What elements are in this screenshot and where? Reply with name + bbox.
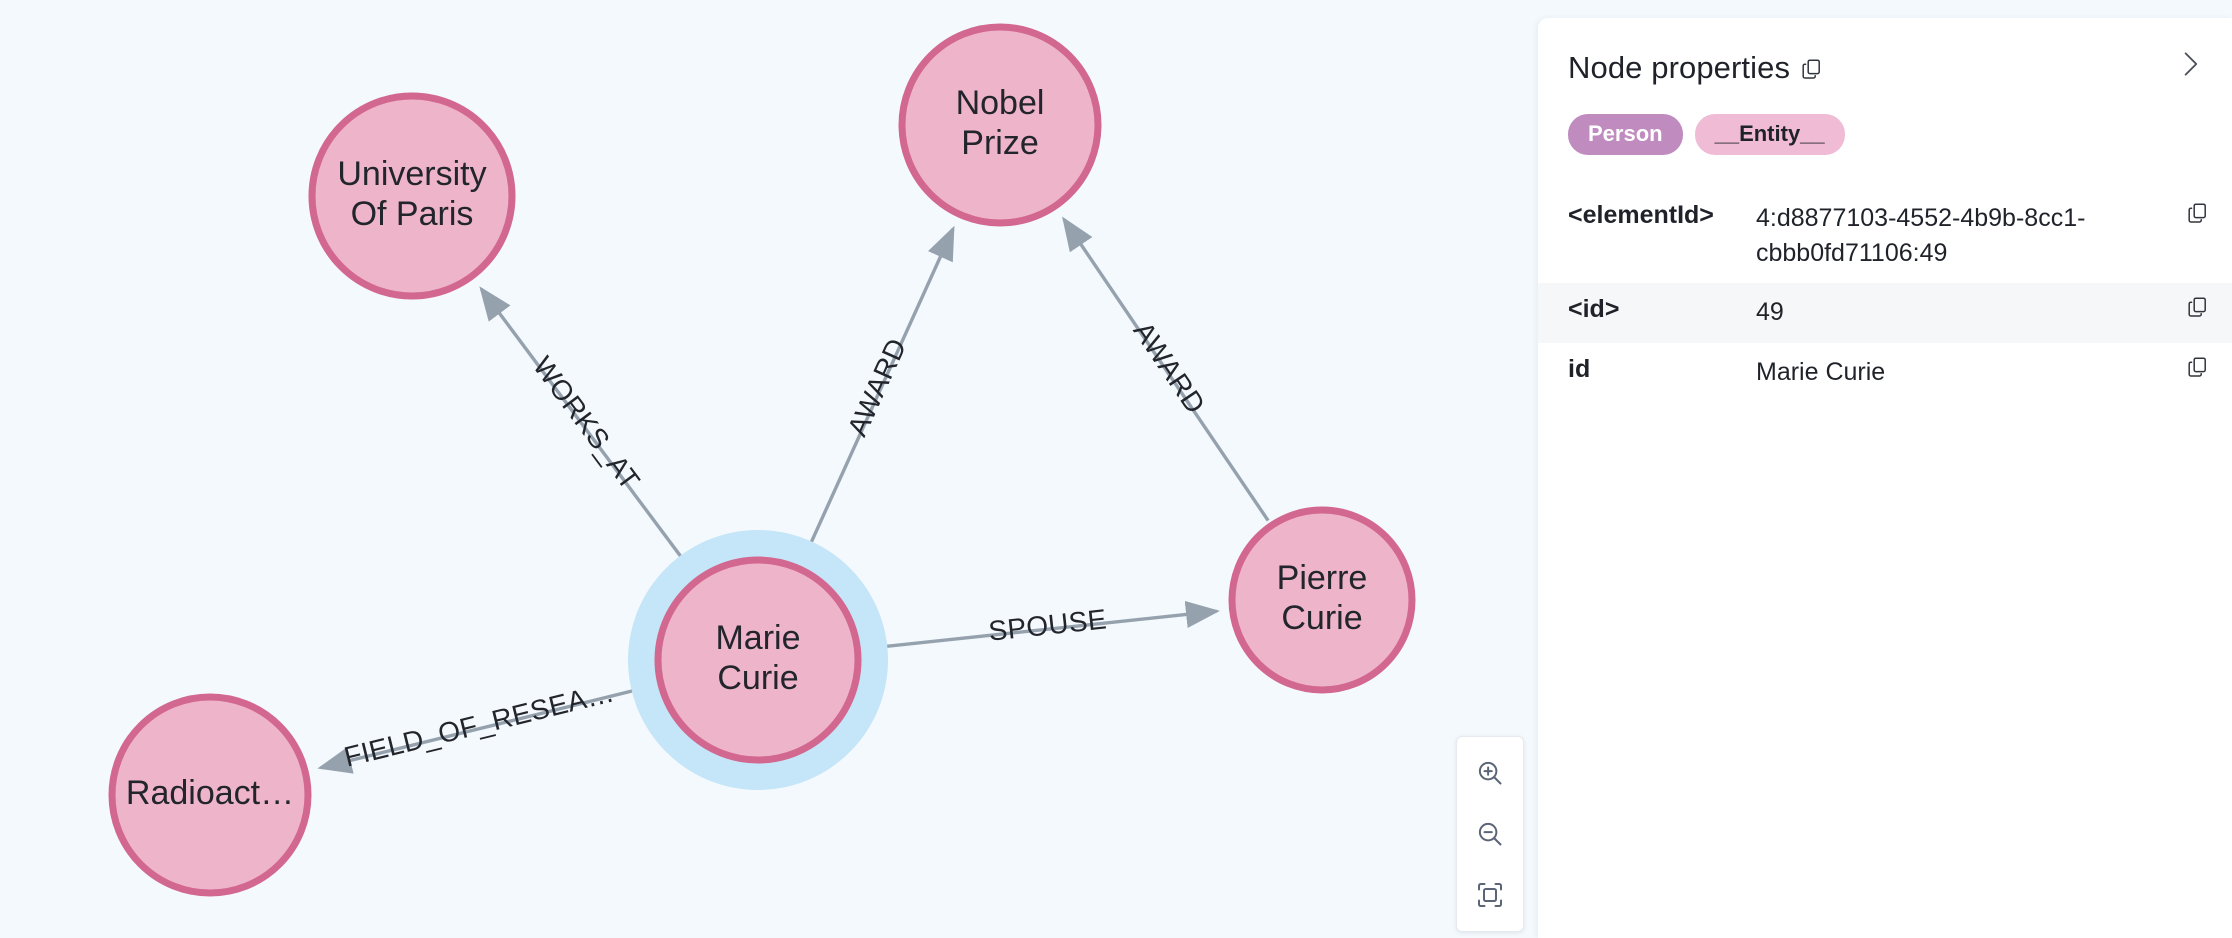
edge-label-group-spouse: SPOUSE — [987, 603, 1108, 646]
node-circle-marie-curie[interactable] — [654, 556, 862, 764]
zoom-out-button[interactable] — [1467, 811, 1513, 857]
property-key: <elementId> — [1568, 201, 1714, 229]
copy-property-icon[interactable] — [2186, 355, 2210, 379]
property-value: 4:d8877103-4552-4b9b-8cc1-cbbb0fd71106:4… — [1756, 204, 2086, 267]
node-circle-radioactivity[interactable] — [108, 693, 312, 897]
collapse-panel-button[interactable] — [2170, 44, 2210, 84]
node-circle-university-of-paris[interactable] — [308, 92, 516, 300]
edge-label-award-marie: AWARD — [841, 334, 912, 441]
edge-label-works-at: WORKS_AT — [527, 351, 646, 496]
panel-title-wrap: Node properties — [1568, 52, 1824, 83]
node-labels-chips: Person __Entity__ — [1538, 84, 2232, 155]
panel-header: Node properties — [1538, 18, 2232, 84]
chevron-right-icon — [2184, 52, 2198, 76]
zoom-in-icon — [1478, 762, 1502, 785]
edge-label-group-award-marie: AWARD — [841, 334, 912, 441]
edge-award-pierre[interactable] — [1062, 216, 1270, 522]
edge-label-group-field-of-research: FIELD_OF_RESEA… — [341, 676, 617, 772]
edge-label-group-works-at: WORKS_AT — [527, 351, 646, 496]
edge-spouse[interactable] — [879, 600, 1220, 649]
graph-node-radioactivity[interactable]: Radioact… — [108, 693, 312, 897]
property-value: Marie Curie — [1756, 357, 1886, 386]
page-title: Node properties — [1568, 50, 1791, 85]
zoom-in-button[interactable] — [1467, 750, 1513, 796]
property-row: <elementId> 4:d8877103-4552-4b9b-8cc1-cbb… — [1538, 189, 2232, 283]
fit-to-screen-icon — [1478, 882, 1502, 907]
node-circle-nobel-prize[interactable] — [898, 23, 1102, 227]
edge-field-of-research[interactable] — [317, 687, 640, 774]
node-properties-panel: Node properties Person __Entity__ <elemen… — [1538, 18, 2232, 938]
node-circle-pierre-curie[interactable] — [1228, 506, 1416, 694]
node-label-chip-entity[interactable]: __Entity__ — [1694, 114, 1845, 155]
node-properties-table: <elementId> 4:d8877103-4552-4b9b-8cc1-cbb… — [1538, 189, 2232, 402]
fit-to-screen-button[interactable] — [1467, 872, 1513, 918]
edge-works-at[interactable] — [479, 286, 687, 564]
property-row: <id> 49 — [1538, 283, 2232, 343]
copy-property-icon[interactable] — [2186, 201, 2210, 225]
zoom-controls-panel — [1456, 736, 1524, 932]
edge-label-award-pierre: AWARD — [1128, 316, 1212, 419]
zoom-out-icon — [1478, 822, 1502, 846]
property-value: 49 — [1756, 298, 1784, 326]
copy-property-icon[interactable] — [2186, 295, 2210, 319]
copy-all-properties-icon[interactable] — [1800, 57, 1824, 81]
property-copy-cell — [2150, 343, 2232, 403]
property-copy-cell — [2150, 189, 2232, 283]
edge-award-marie[interactable] — [806, 225, 955, 550]
edge-label-group-award-pierre: AWARD — [1128, 316, 1212, 419]
node-label-chip-person[interactable]: Person — [1568, 114, 1683, 155]
edge-label-spouse: SPOUSE — [987, 603, 1108, 646]
property-key: id — [1568, 354, 1591, 383]
property-key: <id> — [1568, 295, 1620, 323]
property-row: id Marie Curie — [1538, 343, 2232, 403]
property-copy-cell — [2150, 283, 2232, 343]
edge-label-field-of-research: FIELD_OF_RESEA… — [341, 676, 617, 772]
edges-layer — [317, 216, 1270, 774]
